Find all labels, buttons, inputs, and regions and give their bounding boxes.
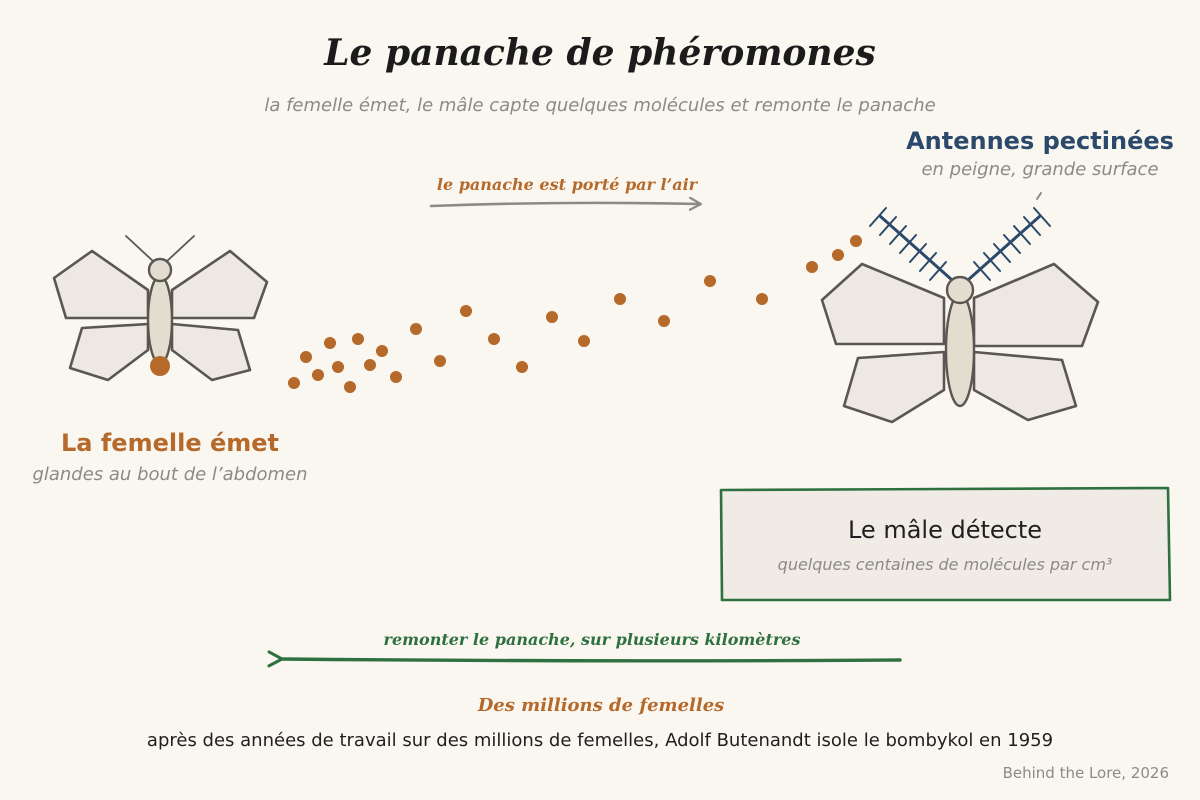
molecule (832, 249, 844, 261)
female-wing-lower-right (170, 322, 252, 382)
molecule (704, 275, 716, 287)
molecule (376, 345, 388, 357)
molecule (806, 261, 818, 273)
credit: Behind the Lore, 2026 (1003, 764, 1169, 782)
female-antenna-left (125, 235, 155, 263)
footer-text: après des années de travail sur des mill… (147, 730, 1053, 751)
molecule (312, 369, 324, 381)
molecule (344, 381, 356, 393)
female-butterfly (52, 235, 269, 382)
male-wing-lower-right (972, 350, 1078, 422)
detect-box-subtitle: quelques centaines de molécules par cm³ (778, 555, 1113, 574)
molecule (756, 293, 768, 305)
molecule (614, 293, 626, 305)
molecule (546, 311, 558, 323)
female-pheromone-gland (150, 356, 170, 376)
molecule (410, 323, 422, 335)
molecule (332, 361, 344, 373)
detect-box-title: Le mâle détecte (848, 516, 1042, 544)
male-wing-upper-right (972, 262, 1100, 348)
pheromone-plume (288, 235, 862, 393)
male-antenna-left-barbs (869, 207, 947, 281)
detect-box-frame (719, 486, 1172, 602)
male-wing-lower-left (842, 350, 946, 424)
page-subtitle: la femelle émet, le mâle capte quelques … (264, 95, 935, 116)
molecule (488, 333, 500, 345)
molecule (364, 359, 376, 371)
female-wing-upper-right (170, 249, 269, 320)
male-head (945, 275, 975, 305)
male-antenna-left (878, 214, 954, 282)
molecule (658, 315, 670, 327)
antenna-label: Antennes pectinées (906, 127, 1174, 155)
female-wing-upper-left (52, 249, 150, 320)
molecule (324, 337, 336, 349)
antenna-sublabel: en peigne, grande surface (921, 159, 1158, 180)
female-body (146, 274, 174, 366)
molecule (288, 377, 300, 389)
female-sublabel: glandes au bout de l’abdomen (32, 464, 307, 485)
molecule (516, 361, 528, 373)
return-arrow (267, 650, 902, 668)
female-head (147, 257, 173, 283)
return-arrow-label: remonter le panache, sur plusieurs kilom… (384, 630, 801, 649)
page-title: Le panache de phéromones (323, 32, 876, 74)
air-arrow (429, 203, 700, 206)
molecule (578, 335, 590, 347)
footer-heading: Des millions de femelles (477, 695, 725, 716)
molecule (434, 355, 446, 367)
antenna-pointer-tick (1036, 192, 1042, 200)
molecule (300, 351, 312, 363)
molecule (352, 333, 364, 345)
male-antenna-right (966, 214, 1042, 282)
male-butterfly (820, 207, 1100, 424)
detect-box: Le mâle détecte quelques centaines de mo… (719, 486, 1172, 602)
air-arrow-label: le panache est porté par l’air (437, 175, 699, 194)
male-wing-upper-left (820, 262, 946, 346)
molecule (390, 371, 402, 383)
male-body (944, 292, 976, 408)
female-antenna-right (165, 235, 195, 263)
female-wing-lower-left (68, 322, 150, 382)
molecule (850, 235, 862, 247)
female-label: La femelle émet (61, 429, 279, 457)
male-antenna-right-barbs (973, 207, 1051, 281)
molecule (460, 305, 472, 317)
